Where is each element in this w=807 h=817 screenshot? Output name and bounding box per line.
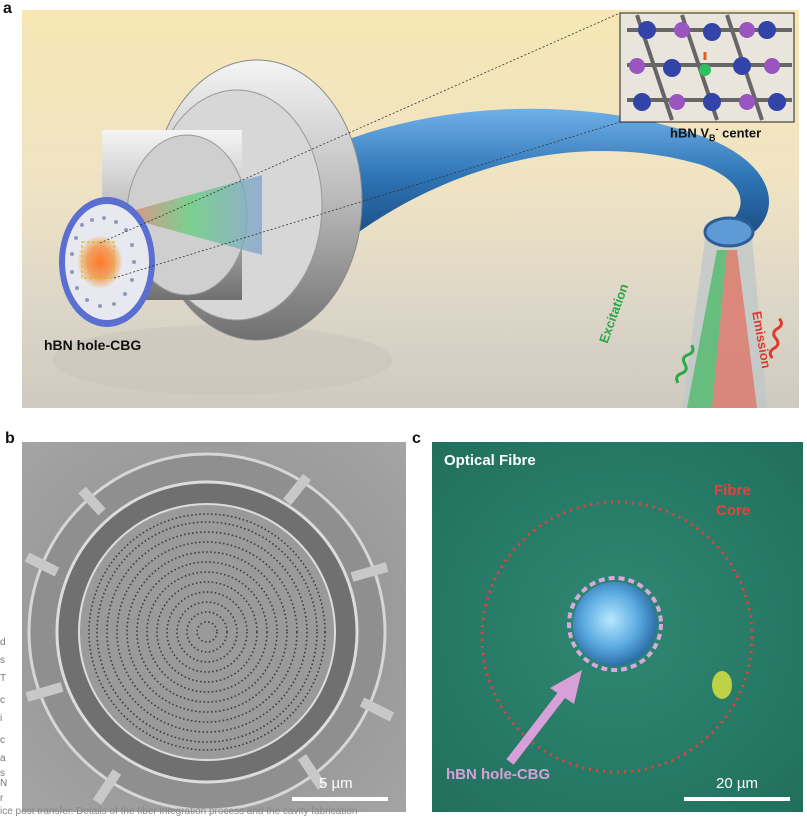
side-text-9: N <box>0 778 7 789</box>
side-text-5: i <box>0 713 2 724</box>
hole-cbg-label-a: hBN hole-CBG <box>44 337 141 353</box>
panel-a-letter: a <box>3 0 12 18</box>
inset-label-subscript: B <box>709 133 716 143</box>
side-text-3: T <box>0 673 6 684</box>
panel-b-letter: b <box>5 430 15 448</box>
scale-bar-label-c: 20 µm <box>716 775 758 792</box>
caption-fragment: ice post transfer. Details of the fiber … <box>0 806 357 817</box>
inset-label-suffix: center <box>719 125 762 140</box>
scale-bar-c <box>684 797 790 801</box>
fibre-core-label-line2: Core <box>716 502 750 519</box>
side-text-1: d <box>0 637 6 648</box>
inset-label: hBN VB- center <box>670 124 761 143</box>
side-text-4: c <box>0 695 5 706</box>
panel-b-sem-image: 5 µm <box>22 442 406 812</box>
inset-lattice <box>620 13 794 122</box>
side-text-6: c <box>0 735 5 746</box>
fibre-core-label-line1: Fibre <box>714 482 751 499</box>
scale-bar-b <box>292 797 388 801</box>
side-text-7: a <box>0 753 6 764</box>
optical-fibre-label: Optical Fibre <box>444 452 536 469</box>
hole-cbg-disk <box>573 582 657 666</box>
inset-label-prefix: hBN V <box>670 125 709 140</box>
scale-bar-label-b: 5 µm <box>319 775 353 792</box>
panel-c-letter: c <box>412 430 421 448</box>
hole-cbg-label-c: hBN hole-CBG <box>446 766 550 783</box>
side-text-2: s <box>0 655 5 666</box>
panel-c-optical-image: Optical Fibre Fibre Core hBN hole-CBG 20… <box>432 442 803 812</box>
sem-cavity <box>22 442 406 812</box>
panel-a-illustration: hBN VB- center hBN hole-CBG Excitation E… <box>22 10 799 408</box>
side-text-10: r <box>0 793 3 804</box>
